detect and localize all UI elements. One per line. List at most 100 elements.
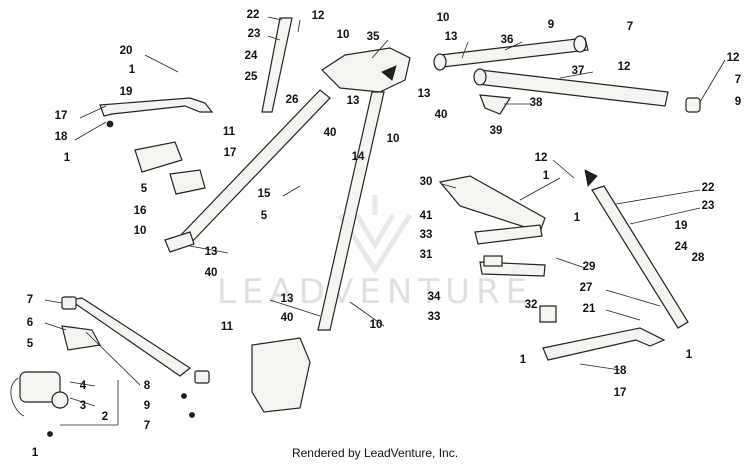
part-callout-13: 13 — [418, 88, 431, 100]
part-callout-5: 5 — [261, 210, 268, 222]
lower-frame-rail — [68, 297, 192, 377]
part-callout-23: 23 — [702, 200, 715, 212]
part-callout-24: 24 — [675, 241, 688, 253]
part-callout-9: 9 — [735, 96, 741, 108]
actuator-motor — [19, 371, 61, 403]
part-callout-40: 40 — [435, 109, 448, 121]
steering-shaft-tube — [177, 89, 331, 247]
part-callout-12: 12 — [312, 10, 325, 22]
part-callout-12: 12 — [727, 52, 740, 64]
part-callout-15: 15 — [258, 188, 271, 200]
part-callout-17: 17 — [55, 110, 68, 122]
part-callout-7: 7 — [735, 74, 741, 86]
bolt-9-lower — [181, 393, 187, 399]
leader-lines — [44, 16, 726, 426]
part-callout-6: 6 — [27, 317, 33, 329]
bolt-lower-left — [47, 431, 53, 437]
part-callout-2: 2 — [102, 411, 108, 423]
part-callout-8: 8 — [144, 380, 151, 392]
lower-crossbar-end — [473, 68, 487, 86]
part-callout-38: 38 — [530, 97, 543, 109]
part-callout-33: 33 — [420, 229, 433, 241]
part-callout-19: 19 — [120, 86, 133, 98]
part-callout-21: 21 — [583, 303, 596, 315]
part-callout-10: 10 — [387, 133, 400, 145]
part-callout-10: 10 — [370, 319, 383, 331]
part-callout-18: 18 — [55, 131, 68, 143]
part-callout-9: 9 — [548, 19, 554, 31]
part-callout-10: 10 — [337, 29, 350, 41]
bushing-right — [685, 97, 701, 113]
bolt-7-lower — [189, 412, 195, 418]
part-callout-19: 19 — [675, 220, 688, 232]
part-callout-12: 12 — [535, 152, 548, 164]
crossbar-end-left — [433, 53, 447, 71]
part-callout-1: 1 — [686, 349, 693, 361]
part-callout-32: 32 — [525, 299, 538, 311]
part-callout-33: 33 — [428, 311, 441, 323]
column-housing — [321, 47, 411, 93]
part-callout-14: 14 — [352, 151, 365, 163]
nut-left-upper — [106, 120, 114, 128]
fuse-block — [134, 141, 183, 173]
left-upper-bracket — [99, 97, 214, 117]
sensor-32 — [539, 305, 557, 323]
engine-block — [251, 337, 311, 413]
part-callout-35: 35 — [367, 31, 380, 43]
part-callout-12: 12 — [618, 61, 631, 73]
part-callout-40: 40 — [324, 127, 337, 139]
part-callout-5: 5 — [141, 183, 148, 195]
arrow-marker-right — [584, 169, 598, 187]
part-callout-17: 17 — [224, 147, 237, 159]
part-callout-13: 13 — [445, 31, 458, 43]
part-callout-36: 36 — [501, 34, 514, 46]
part-callout-31: 31 — [420, 249, 433, 261]
arrow-marker-top — [381, 65, 397, 81]
part-callout-13: 13 — [205, 246, 218, 258]
rail-top-cap — [61, 296, 77, 310]
part-callout-41: 41 — [420, 210, 433, 222]
part-callout-13: 13 — [281, 293, 294, 305]
rail-end-cap — [194, 370, 210, 384]
actuator-gear — [51, 391, 69, 409]
part-callout-9: 9 — [144, 400, 150, 412]
part-callout-1: 1 — [32, 447, 39, 459]
part-callout-1: 1 — [520, 354, 527, 366]
tube-lower-bracket — [164, 231, 195, 253]
part-callout-11: 11 — [221, 321, 234, 333]
watermark: LEADVENTURE — [217, 195, 527, 312]
part-callout-37: 37 — [572, 65, 585, 77]
part-callout-7: 7 — [627, 21, 633, 33]
crossbar-end-right — [573, 35, 587, 53]
part-callout-7: 7 — [144, 420, 150, 432]
part-callout-20: 20 — [120, 45, 133, 57]
part-callout-13: 13 — [347, 95, 360, 107]
part-callout-5: 5 — [27, 338, 34, 350]
part-callout-22: 22 — [702, 182, 715, 194]
part-callout-17: 17 — [614, 387, 627, 399]
part-callout-29: 29 — [583, 261, 596, 273]
right-lower-bracket — [542, 327, 666, 361]
pedal-mount-plate — [438, 175, 546, 233]
part-callout-1: 1 — [129, 64, 136, 76]
part-callout-1: 1 — [574, 212, 581, 224]
upper-vertical-strap — [261, 17, 293, 113]
upper-crossbar — [439, 37, 589, 68]
part-callout-10: 10 — [437, 12, 450, 24]
part-callout-11: 11 — [223, 126, 236, 138]
render-credit: Rendered by LeadVenture, Inc. — [291, 446, 459, 460]
part-callout-40: 40 — [205, 267, 218, 279]
part-callout-1: 1 — [543, 170, 550, 182]
part-callout-30: 30 — [420, 176, 433, 188]
part-callout-34: 34 — [428, 291, 441, 303]
fuse-bracket — [169, 169, 206, 195]
part-callout-28: 28 — [692, 252, 705, 264]
part-callout-3: 3 — [80, 400, 86, 412]
part-callout-18: 18 — [614, 365, 627, 377]
part-callout-4: 4 — [80, 380, 87, 392]
part-callout-39: 39 — [490, 125, 503, 137]
steering-column — [317, 91, 385, 331]
pedal-spring — [483, 255, 503, 267]
